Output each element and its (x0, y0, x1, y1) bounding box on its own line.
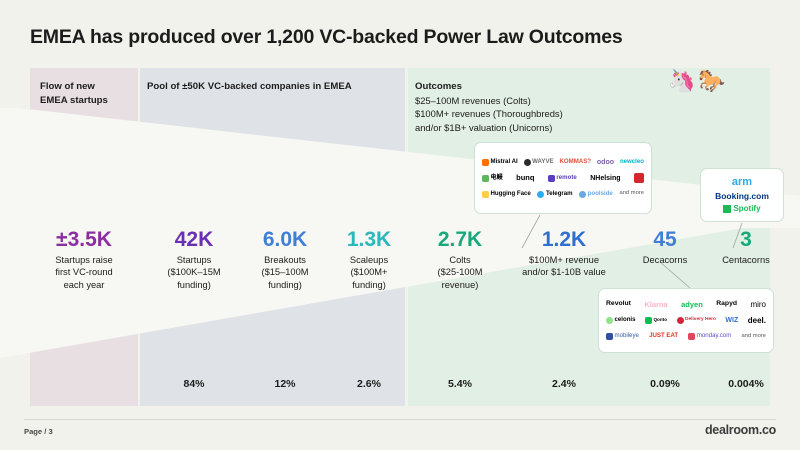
logo-mobileye: mobileye (606, 333, 639, 340)
logo-odoo: odoo (596, 158, 615, 166)
footer-divider (24, 419, 776, 420)
stat-value: 6.0K (262, 228, 308, 251)
logo-telegram: Telegram (537, 190, 573, 198)
logo-bunq: bunq (516, 173, 535, 183)
band-heading-flow-line2: EMEA startups (40, 94, 108, 106)
band-heading-pool: Pool of ±50K VC-backed companies in EMEA (147, 81, 352, 92)
pct-startups: 84% (183, 378, 205, 390)
pct-colts: 5.4% (448, 378, 472, 390)
logo-card-outcomes: Mistral AI WAYVE KOMMAS? odoo newcleo 电鳗… (474, 142, 652, 214)
logo-row: Hugging Face Telegram poolside and more (482, 188, 644, 201)
logo-row: celonis Qonto Delivery Hero WIZ deel. (606, 314, 766, 327)
pct-breakouts: 12% (274, 378, 296, 390)
logo-wayve: WAYVE (523, 158, 554, 166)
band-heading-outcomes: Outcomes $25–100M revenues (Colts) $100M… (415, 80, 665, 134)
logo-miro: miro (750, 299, 766, 309)
logo-revolut: Revolut (606, 300, 631, 308)
stat-label: Scaleups($100M+funding) (349, 254, 389, 290)
logo-card-decacorns: Revolut Klarna adyen Rapyd miro celonis … (598, 288, 774, 353)
logo-row: Revolut Klarna adyen Rapyd miro (606, 298, 766, 311)
logo-row: 电鳗 bunq remote NHelsing (482, 172, 644, 185)
logo-rapyd: Rapyd (716, 300, 738, 308)
logo-remote: remote (547, 174, 577, 182)
logo-kommas: KOMMAS? (559, 157, 591, 165)
logo-nhelsing: NHelsing (590, 174, 621, 182)
pct-scaleups: 2.6% (357, 378, 381, 390)
band-heading-flow: Flow of new EMEA startups (40, 80, 132, 107)
emoji-row: 🦄🐎 (668, 70, 729, 92)
logo-and-more: and more (619, 190, 644, 197)
logo-newcleo: newcleo (619, 157, 644, 165)
logo-hugging-face: Hugging Face (482, 190, 531, 198)
brand-logo: dealroom.co (704, 423, 776, 437)
logo-poolside: poolside (579, 190, 613, 198)
logo-red-mark (634, 173, 644, 183)
stat-scaleups: 1.3K Scaleups($100M+funding) (330, 228, 408, 291)
logo-adyen: adyen (681, 299, 703, 309)
logo-klarna: Klarna (644, 299, 668, 309)
outcomes-sub-thoroughbreds: $100M+ revenues (Thoroughbreds) (415, 108, 563, 120)
pct-decacorns: 0.09% (650, 378, 680, 390)
logo-qonto: Qonto (644, 317, 667, 324)
logo-delivery-hero: Delivery Hero (676, 317, 716, 324)
stat-value: 1.2K (541, 228, 587, 251)
stat-centacorns: 3 Centacorns (706, 228, 786, 266)
band-heading-flow-line1: Flow of new (40, 81, 95, 92)
logo-row: mobileye JUST EAT monday.com and more (606, 330, 766, 343)
stat-value: 42K (174, 228, 214, 251)
logo-wiz: WIZ (725, 317, 739, 324)
stat-value: 1.3K (346, 228, 392, 251)
pct-centacorns: 0.004% (728, 378, 764, 390)
logo-card-centacorns: arm Booking.com Spotify (700, 168, 784, 222)
page-number: Page / 3 (24, 427, 53, 436)
stat-label: Decacorns (642, 254, 688, 265)
logo-just-eat: JUST EAT (649, 332, 679, 340)
logo-and-more: and more (741, 332, 767, 339)
logo-spotify: Spotify (723, 204, 761, 213)
logo-deel: deel. (747, 315, 766, 325)
unicorn-icon: 🦄 (668, 68, 699, 93)
stat-value: 45 (653, 228, 677, 251)
stat-decacorns: 45 Decacorns (626, 228, 704, 266)
stat-value: ±3.5K (56, 228, 112, 251)
outcomes-sub-unicorns: and/or $1B+ valuation (Unicorns) (415, 121, 553, 133)
pct-thoroughbreds: 2.4% (552, 378, 576, 390)
stat-label: Centacorns (722, 254, 770, 265)
logo-mistral-ai: Mistral AI (482, 158, 518, 166)
logo-monday-com: monday.com (688, 333, 731, 340)
stat-value: 2.7K (437, 228, 483, 251)
outcomes-sub-colts: $25–100M revenues (Colts) (415, 94, 531, 106)
logo-row: Mistral AI WAYVE KOMMAS? odoo newcleo (482, 156, 644, 169)
page-title: EMEA has produced over 1,200 VC-backed P… (30, 26, 623, 48)
logo-dianman: 电鳗 (482, 174, 503, 182)
logo-booking-com: Booking.com (715, 191, 769, 202)
horse-icon: 🐎 (698, 68, 729, 93)
band-heading-outcomes-title: Outcomes (415, 81, 462, 92)
logo-celonis: celonis (606, 317, 636, 324)
logo-arm: arm (731, 176, 753, 189)
stat-value: 3 (740, 228, 752, 251)
